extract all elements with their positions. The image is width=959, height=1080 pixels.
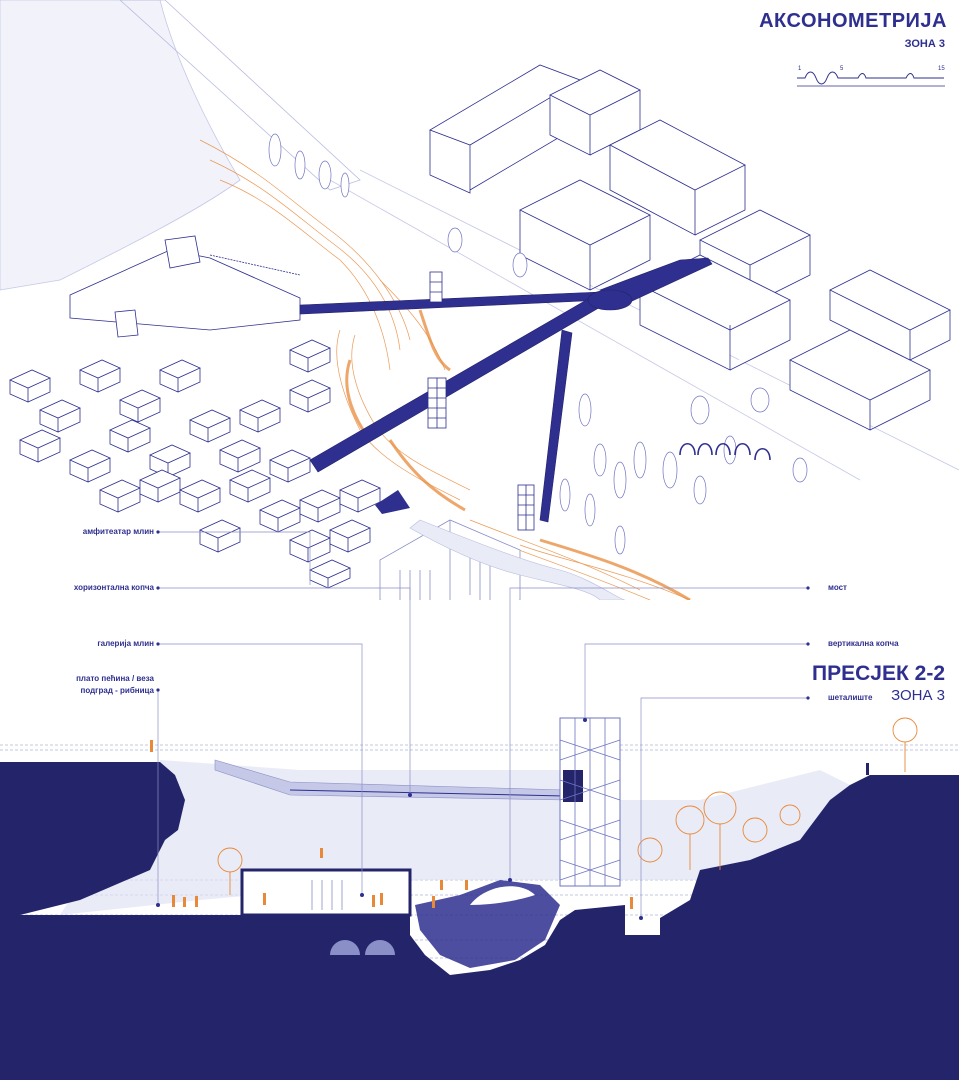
terrain-bands (345, 309, 691, 600)
scale-bar (797, 71, 945, 87)
river (409, 519, 626, 600)
section-tower (559, 717, 621, 887)
label-bridge: мост (828, 583, 847, 592)
axonometry-zone: ЗОНА 3 (904, 38, 945, 50)
label-amphitheater: амфитеатар млин (82, 527, 154, 536)
cave-light (470, 886, 535, 905)
scale-label-1: 1 (798, 66, 802, 72)
section-title: ПРЕСЈЕК 2-2 (812, 662, 945, 685)
label-vertical-link: вертикална копча (828, 639, 899, 648)
label-gallery: галерија млин (97, 639, 154, 648)
label-horizontal-link: хоризонтална копча (73, 583, 154, 592)
label-plateau-line2: подград - рибница (80, 686, 154, 695)
label-plateau-line1: плато пећина / веза (76, 674, 154, 683)
road (119, 0, 361, 191)
scale-label-5: 5 (840, 66, 844, 72)
trees (268, 133, 808, 555)
ruin-arches (679, 442, 771, 461)
ground-mass (0, 762, 959, 1080)
fortress (69, 235, 301, 338)
campus-buildings (429, 64, 951, 431)
right-rail (866, 763, 869, 775)
section-zone: ЗОНА 3 (891, 687, 945, 704)
cave-water (415, 880, 560, 968)
bridge-network (299, 257, 713, 523)
amphitheater-fill (375, 490, 410, 514)
scale-label-15: 15 (938, 66, 945, 72)
gallery-building (238, 868, 412, 960)
axonometry-drawing (0, 0, 959, 600)
label-promenade: шеталиште (828, 693, 873, 702)
axonometry-title: АКСОНОМЕТРИЈА (759, 10, 947, 32)
axo-towers (427, 271, 535, 531)
